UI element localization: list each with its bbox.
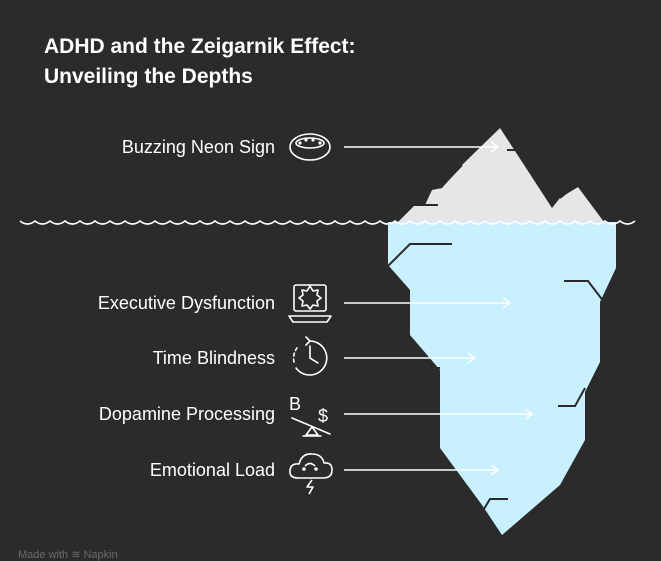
label-executive-dysfunction: Executive Dysfunction <box>97 293 275 313</box>
page-title: ADHD and the Zeigarnik Effect: Unveiling… <box>44 32 356 92</box>
label-time-blindness: Time Blindness <box>152 348 275 368</box>
storm-cloud-icon <box>289 453 333 495</box>
title-line-2: Unveiling the Depths <box>44 65 253 88</box>
title-line-1: ADHD and the Zeigarnik Effect: <box>44 35 356 58</box>
neon-sign-icon <box>289 133 331 161</box>
iceberg-tip <box>398 128 604 222</box>
laptop-gear-icon <box>288 284 332 323</box>
label-buzzing-neon-sign: Buzzing Neon Sign <box>121 137 275 157</box>
connector-arrows <box>344 141 534 476</box>
water-line <box>19 219 636 225</box>
svg-text:B: B <box>289 394 301 414</box>
iceberg-submerged <box>388 222 616 535</box>
iceberg-crevices <box>385 149 605 510</box>
balance-scale-icon: B $ <box>289 394 331 437</box>
label-dopamine-processing: Dopamine Processing <box>98 404 275 424</box>
svg-text:$: $ <box>318 406 328 426</box>
label-emotional-load: Emotional Load <box>149 460 275 480</box>
watermark: Made with ≋ Napkin <box>18 549 118 561</box>
clock-icon <box>292 336 328 376</box>
